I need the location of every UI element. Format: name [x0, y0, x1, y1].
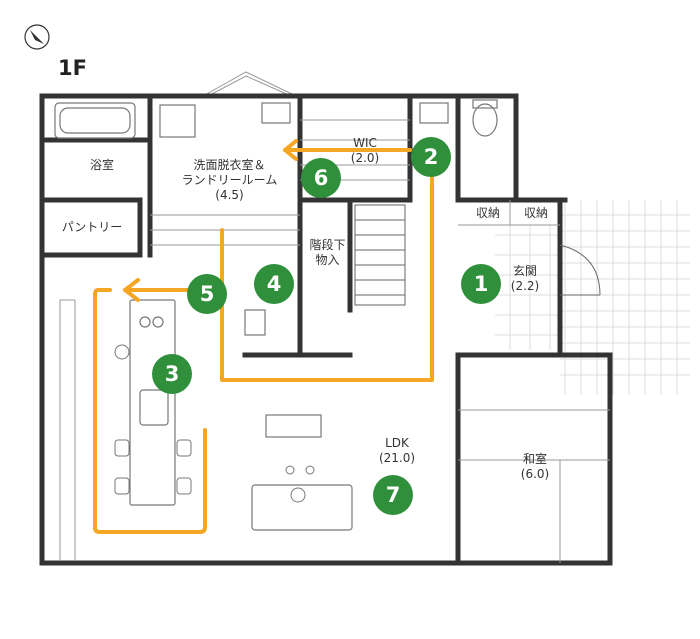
- marker-7: 7: [373, 475, 413, 515]
- ldk-size: (21.0): [378, 451, 416, 465]
- washroom-label: 洗面脱衣室＆ ランドリールーム (4.5): [162, 158, 297, 203]
- marker-4: 4: [254, 264, 294, 304]
- washitsu-size: (6.0): [520, 467, 550, 481]
- walls: [39, 93, 613, 566]
- north-compass-icon: [24, 24, 50, 50]
- wic-label: WIC (2.0): [340, 136, 390, 166]
- storage-b-label: 収納: [523, 206, 548, 220]
- pantry-label: パントリー: [61, 220, 123, 234]
- washroom-label-line2: ランドリールーム: [181, 173, 278, 187]
- porch-roof: [202, 71, 297, 97]
- chairs: [114, 344, 315, 503]
- wic-name: WIC: [353, 136, 377, 150]
- washitsu-name: 和室: [522, 452, 547, 466]
- entrance-door: [559, 244, 601, 296]
- under-stair-line1: 階段下: [309, 238, 346, 252]
- marker-3: 3: [152, 354, 192, 394]
- marker-5: 5: [187, 274, 227, 314]
- under-stair-line2: 物入: [315, 253, 340, 267]
- washitsu-label: 和室 (6.0): [510, 452, 560, 482]
- ldk-label: LDK (21.0): [372, 436, 422, 466]
- entrance-label: 玄関 (2.2): [500, 264, 550, 294]
- marker-2: 2: [411, 137, 451, 177]
- marker-6: 6: [301, 158, 341, 198]
- storage-a-label: 収納: [475, 206, 500, 220]
- entrance-size: (2.2): [510, 279, 540, 293]
- entrance-tiles: [495, 200, 690, 395]
- staircase: [354, 204, 406, 306]
- washroom-label-line1: 洗面脱衣室＆: [193, 158, 266, 172]
- under-stair-label: 階段下 物入: [305, 238, 350, 268]
- wic-size: (2.0): [350, 151, 380, 165]
- fixtures: [54, 99, 498, 531]
- ldk-name: LDK: [385, 436, 409, 450]
- bath-label: 浴室: [89, 158, 114, 172]
- interior-lines: [59, 119, 610, 563]
- marker-1: 1: [461, 264, 501, 304]
- floor-label: 1F: [58, 56, 87, 80]
- washroom-size: (4.5): [215, 188, 244, 202]
- entrance-name: 玄関: [512, 264, 537, 278]
